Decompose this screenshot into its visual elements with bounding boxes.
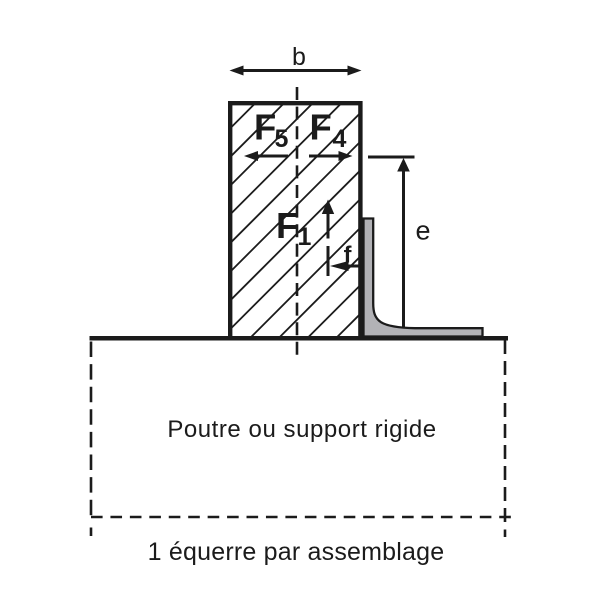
svg-text:4: 4 — [333, 125, 347, 153]
svg-text:f: f — [344, 242, 352, 268]
svg-text:b: b — [292, 43, 306, 71]
svg-text:F: F — [310, 107, 332, 148]
svg-text:e: e — [415, 216, 430, 246]
svg-text:Poutre ou support rigide: Poutre ou support rigide — [167, 416, 436, 443]
svg-text:F: F — [254, 107, 276, 148]
svg-text:1 équerre par assemblage: 1 équerre par assemblage — [148, 538, 445, 566]
svg-text:5: 5 — [275, 125, 289, 153]
svg-text:1: 1 — [298, 223, 312, 251]
svg-text:F: F — [276, 205, 298, 246]
